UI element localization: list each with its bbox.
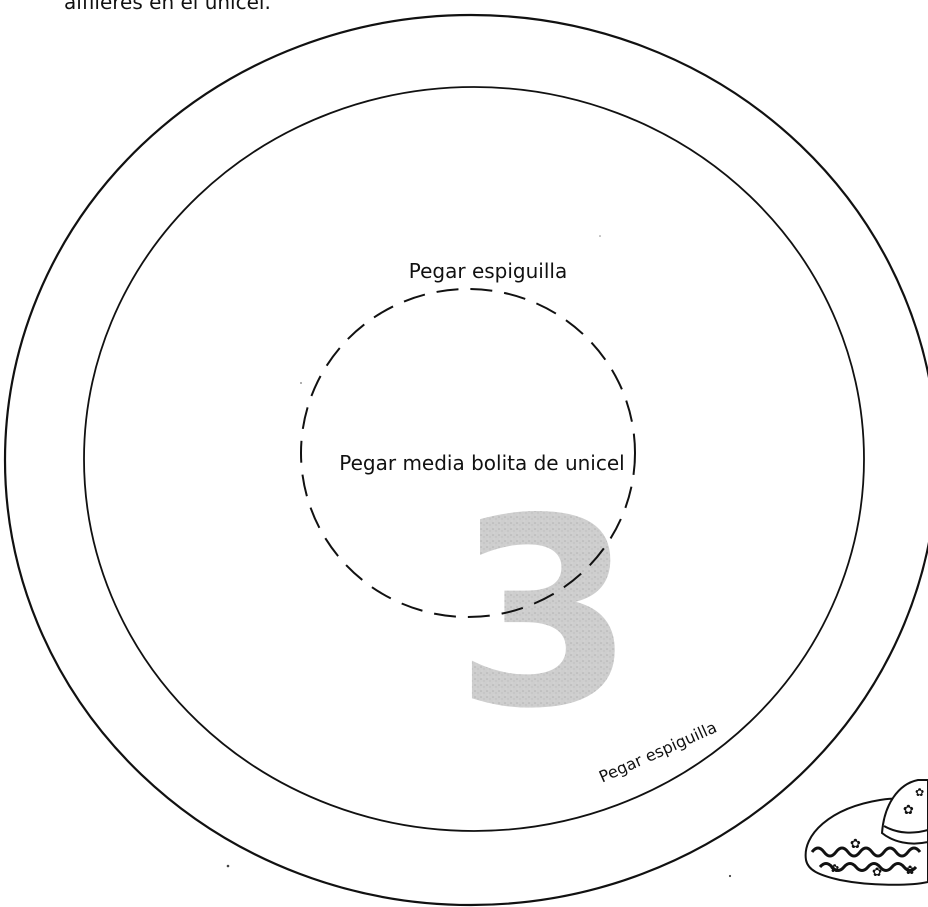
speck xyxy=(599,235,601,237)
outer-circle xyxy=(4,14,928,906)
page-number: 3 xyxy=(455,464,636,766)
dashed-inner-circle xyxy=(300,288,636,618)
svg-text:✿: ✿ xyxy=(915,786,924,799)
speck xyxy=(226,864,230,868)
label-pegar-media-bolita: Pegar media bolita de unicel xyxy=(339,451,624,475)
middle-circle xyxy=(83,86,865,832)
svg-text:✿: ✿ xyxy=(850,837,861,852)
svg-text:✿: ✿ xyxy=(872,865,882,879)
speck xyxy=(300,382,302,384)
svg-text:✿: ✿ xyxy=(905,863,915,877)
speck xyxy=(728,874,732,878)
label-pegar-espiguilla-top: Pegar espiguilla xyxy=(409,259,567,283)
header-text-fragment: alfileres en el unicel. xyxy=(64,0,271,14)
svg-text:✿: ✿ xyxy=(830,862,839,875)
svg-text:✿: ✿ xyxy=(903,803,914,818)
sombrero-icon: ✿ ✿ ✿ ✿ ✿ ✿ xyxy=(804,779,928,886)
